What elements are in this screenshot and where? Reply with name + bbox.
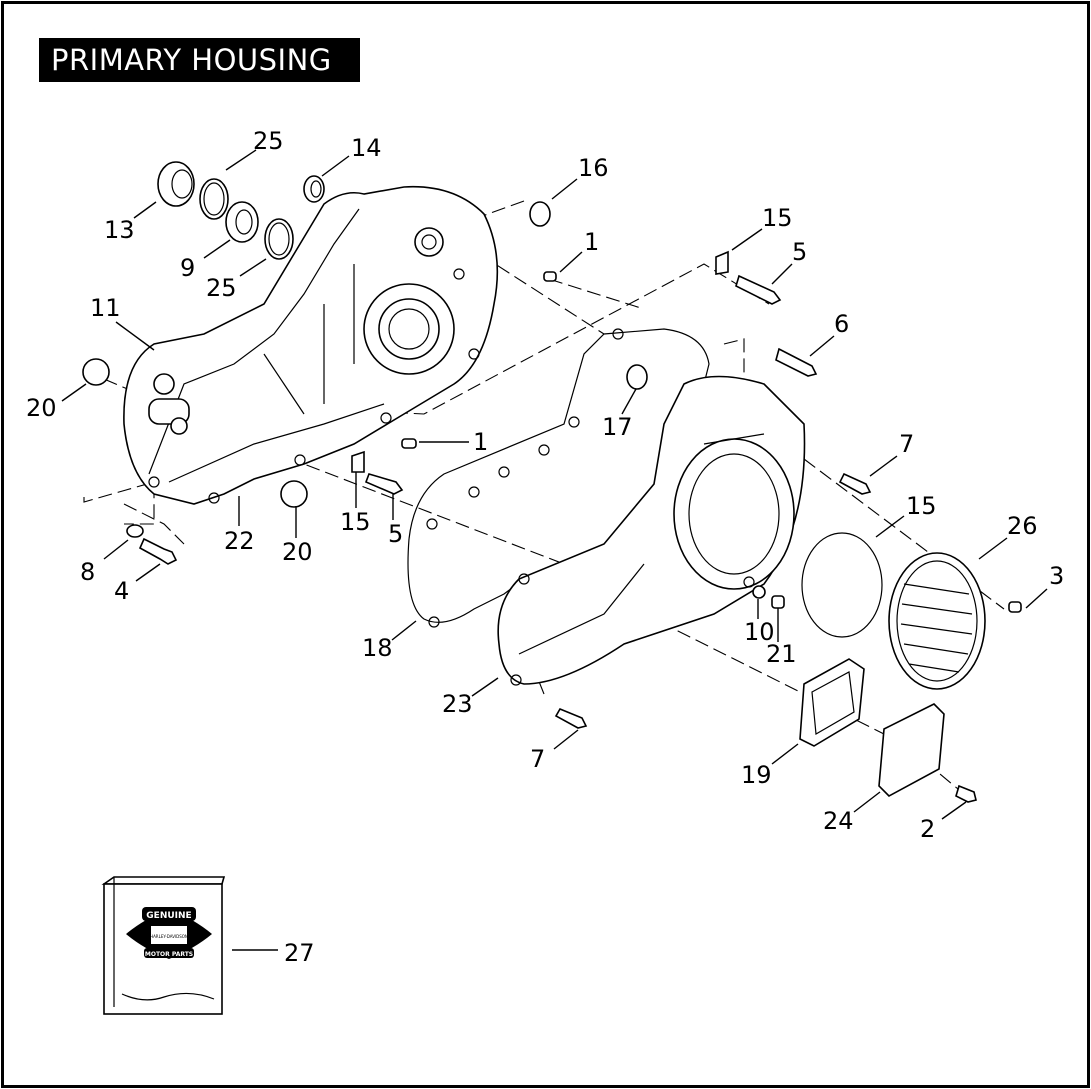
outer-primary-cover (497, 375, 806, 686)
callout-21: 21 (766, 640, 797, 668)
callout-17: 17 (602, 413, 633, 441)
callout-26: 26 (1007, 512, 1038, 540)
callout-6: 6 (834, 310, 849, 338)
callout-16: 16 (578, 154, 609, 182)
callout-5-right: 5 (792, 238, 807, 266)
callout-13: 14 (351, 134, 382, 162)
o-ring (801, 532, 883, 638)
callout-19: 19 (741, 761, 772, 789)
callout-20-left: 20 (26, 394, 57, 422)
callout-3: 3 (1049, 562, 1064, 590)
callout-12: 13 (104, 216, 135, 244)
callout-7-top: 7 (899, 430, 914, 458)
callout-1-middle: 1 (473, 428, 488, 456)
callout-25-top: 25 (253, 127, 284, 155)
callout-25-bottom: 25 (206, 274, 237, 302)
genuine-motor-parts-logo: GENUINE HARLEY-DAVIDSON MOTOR PARTS (126, 907, 212, 959)
svg-text:HARLEY-DAVIDSON: HARLEY-DAVIDSON (150, 934, 188, 939)
callout-7-bottom: 7 (530, 745, 545, 773)
callout-27: 27 (284, 939, 315, 967)
callout-11: 11 (90, 294, 121, 322)
callout-14: 15 (906, 492, 937, 520)
callout-labels: 25 14 16 1 15 5 6 13 9 25 11 20 17 1 7 1… (26, 127, 1064, 967)
inner-primary-housing (123, 185, 499, 505)
inspection-cover-parts (799, 658, 977, 803)
callout-5-left: 5 (388, 520, 403, 548)
callout-10: 10 (744, 618, 775, 646)
callout-24: 24 (823, 807, 854, 835)
page-title: PRIMARY HOUSING (39, 38, 360, 82)
genuine-parts-box: GENUINE HARLEY-DAVIDSON MOTOR PARTS (101, 876, 226, 1015)
callout-4: 4 (114, 577, 129, 605)
callout-15-right: 15 (762, 204, 793, 232)
leader-lines (61, 149, 1048, 951)
gasket (407, 328, 710, 628)
callout-22: 22 (224, 527, 255, 555)
exploded-parts-diagram: 25 14 16 1 15 5 6 13 9 25 11 20 17 1 7 1… (26, 127, 1064, 1015)
fasteners-left (126, 250, 872, 729)
callout-1-top: 1 (584, 228, 599, 256)
bearing-stack (82, 161, 557, 508)
callout-9: 9 (180, 254, 195, 282)
callout-8: 8 (80, 558, 95, 586)
callout-18: 18 (362, 634, 393, 662)
svg-text:MOTOR PARTS: MOTOR PARTS (145, 951, 193, 958)
callout-15-left: 15 (340, 508, 371, 536)
callout-2: 2 (920, 815, 935, 843)
callout-23: 23 (442, 690, 473, 718)
derby-cover (888, 552, 1022, 690)
callout-20-bottom: 20 (282, 538, 313, 566)
svg-text:GENUINE: GENUINE (146, 911, 191, 921)
